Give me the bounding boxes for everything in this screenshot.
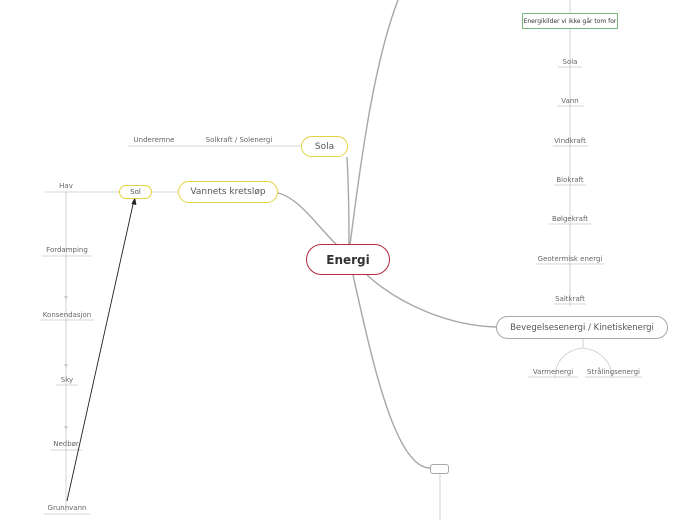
- water-cycle-step-hav[interactable]: Hav: [59, 181, 73, 190]
- water-cycle-step-fordamping[interactable]: Fordamping: [46, 245, 88, 254]
- relationship-arrowhead: [131, 197, 137, 205]
- renewable-item-geotermisk[interactable]: Geotermisk energi: [537, 254, 603, 263]
- relationship-arrow: [66, 199, 135, 502]
- branch-bottom-line: [352, 274, 431, 469]
- renewable-item-sola[interactable]: Sola: [562, 57, 578, 66]
- renewable-item-vann[interactable]: Vann: [561, 96, 579, 105]
- branch-sola-line: [346, 156, 350, 246]
- renewable-sources-box[interactable]: Energikilder vi ikke går tom for: [522, 13, 618, 29]
- water-cycle-step-grunnvann[interactable]: Grunnvann: [47, 503, 87, 512]
- renewable-item-biokraft[interactable]: Biokraft: [556, 175, 584, 184]
- central-topic-energi[interactable]: Energi: [306, 244, 390, 275]
- sola-subtopic-solkraft[interactable]: Solkraft / Solenergi: [205, 135, 273, 144]
- branch-kinetic-line: [366, 274, 498, 328]
- sola-subtopic-underemne[interactable]: Underemne: [133, 135, 175, 144]
- renewable-item-saltkraft[interactable]: Saltkraft: [555, 294, 585, 303]
- empty-topic-node[interactable]: [430, 464, 449, 474]
- branch-top-line: [349, 0, 399, 246]
- water-cycle-step-sky[interactable]: Sky: [60, 375, 74, 384]
- renewable-item-vindkraft[interactable]: Vindkraft: [554, 136, 586, 145]
- water-cycle-node[interactable]: Vannets kretsløp: [178, 181, 278, 203]
- water-cycle-step-konsendasjon[interactable]: Konsendasjon: [42, 310, 92, 319]
- kinetic-energy-node[interactable]: Bevegelsesenergi / Kinetiskenergi: [496, 316, 668, 339]
- water-cycle-sol-node[interactable]: Sol: [119, 185, 152, 199]
- sola-node[interactable]: Sola: [301, 136, 348, 157]
- water-cycle-step-nedbor[interactable]: Nedbør: [53, 439, 79, 448]
- branch-water-cycle-line: [277, 192, 341, 249]
- kinetic-child-varmenergi[interactable]: Varmenergi: [532, 367, 574, 376]
- renewable-item-bolgekraft[interactable]: Bølgekraft: [551, 214, 589, 223]
- kinetic-child-stralingsenergi[interactable]: Strålingsenergi: [587, 367, 640, 376]
